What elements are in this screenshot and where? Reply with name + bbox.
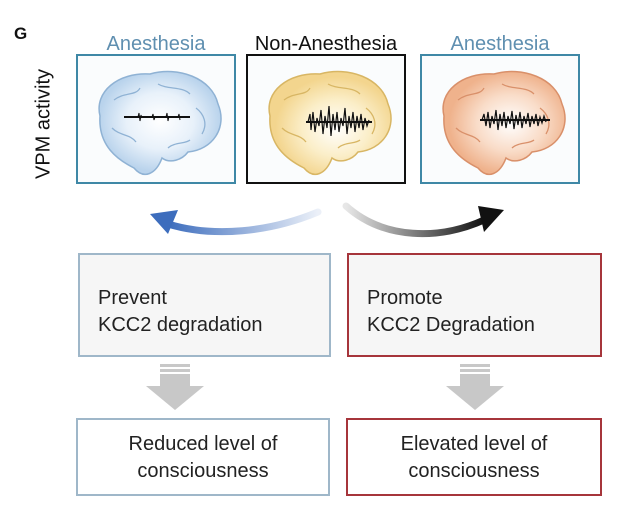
box-prevent-line2: KCC2 degradation (98, 314, 263, 336)
box-reduced-text: Reduced level of consciousness (78, 431, 328, 485)
box-elevated-line1: Elevated level of (400, 433, 548, 455)
box-reduced-line2: consciousness (137, 460, 269, 482)
brain-icon-yellow (268, 70, 392, 176)
box-prevent-text: Prevent KCC2 degradation (98, 285, 263, 339)
box-promote-text: Promote KCC2 Degradation (367, 285, 535, 339)
left-curved-arrow (150, 208, 322, 236)
down-arrow-right (446, 364, 504, 410)
vpm-signal-high (306, 105, 372, 137)
box-elevated-consciousness: Elevated level of consciousness (346, 418, 602, 496)
column-title-anesthesia-right: Anesthesia (450, 33, 550, 55)
column-title-anesthesia-left: Anesthesia (106, 33, 206, 55)
box-elevated-text: Elevated level of consciousness (348, 431, 600, 485)
vpm-signal-medium (480, 109, 550, 131)
box-promote-kcc2-degradation: Promote KCC2 Degradation (347, 253, 602, 357)
brain-icon-blue (98, 70, 222, 176)
box-prevent-kcc2-degradation: Prevent KCC2 degradation (78, 253, 331, 357)
box-promote-line1: Promote (367, 287, 443, 309)
right-curved-arrow (342, 202, 504, 238)
panel-anesthesia-left (76, 54, 236, 184)
box-reduced-consciousness: Reduced level of consciousness (76, 418, 330, 496)
panel-letter: G (14, 24, 28, 43)
down-arrow-left (146, 364, 204, 410)
column-title-non-anesthesia: Non-Anesthesia (254, 33, 398, 55)
brain-icon-orange (442, 70, 566, 176)
box-reduced-line1: Reduced level of (128, 433, 278, 455)
box-elevated-line2: consciousness (408, 460, 540, 482)
panel-non-anesthesia (246, 54, 406, 184)
panel-anesthesia-right (420, 54, 580, 184)
box-prevent-line1: Prevent (98, 287, 167, 309)
vpm-signal-low (124, 112, 190, 122)
box-promote-line2: KCC2 Degradation (367, 314, 535, 336)
